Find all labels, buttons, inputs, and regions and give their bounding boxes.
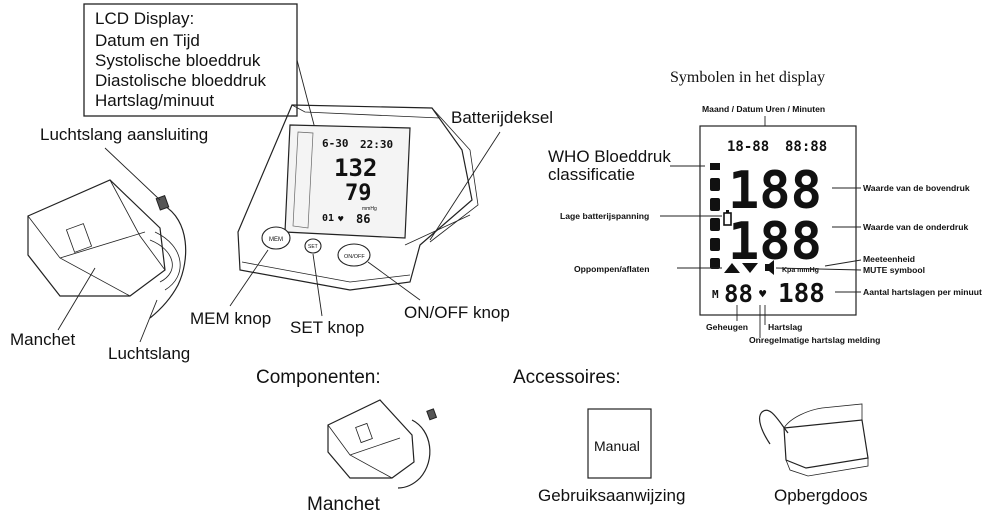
- label-upper-value: Waarde van de bovendruk: [863, 183, 970, 193]
- sym-heart-icon: ♥: [759, 287, 767, 301]
- label-pulse-count: Aantal hartslagen per minuut: [863, 287, 982, 297]
- label-set-button: SET knop: [290, 318, 364, 337]
- label-cuff: Manchet: [10, 330, 75, 349]
- device-unit: mmHg: [362, 206, 377, 212]
- sym-mem-letter: M: [712, 288, 719, 301]
- label-date-time: Maand / Datum Uren / Minuten: [702, 104, 825, 114]
- svg-text:SET: SET: [308, 244, 318, 250]
- components-heading: Componenten:: [256, 367, 381, 388]
- label-onoff-button: ON/OFF knop: [404, 303, 510, 322]
- low-battery-icon: [723, 210, 732, 226]
- lcd-callout-title: LCD Display:: [95, 9, 194, 28]
- sym-mem-digits: 88: [724, 280, 753, 308]
- cuff-drawing: [27, 179, 181, 297]
- device-mem-number: 01: [322, 213, 334, 224]
- mute-icon: [765, 260, 774, 275]
- device-time: 22:30: [360, 138, 393, 151]
- sym-time-digits: 88:88: [785, 139, 827, 155]
- symbols-lcd: 18-88 88:88 188 188 Kpa mmHg M 88 ♥ 188: [699, 125, 857, 316]
- symbols-title: Symbolen in het display: [670, 69, 825, 86]
- device-lcd-screen: 6-30 22:30 132 79 mmHg 01 ♥ 86: [284, 124, 411, 239]
- lcd-callout-line-dia: Diastolische bloeddruk: [95, 71, 267, 90]
- pump-deflate-icon: [724, 263, 758, 273]
- manual-drawing: Manual: [587, 408, 652, 479]
- label-unit: Meeteenheid: [863, 254, 915, 264]
- label-low-battery: Lage batterijspanning: [560, 211, 649, 221]
- sym-lower-digits: 188: [728, 212, 822, 272]
- cuff-small-drawing: [327, 399, 438, 489]
- manual-label: Manual: [594, 438, 640, 454]
- device-pulse: 86: [356, 212, 370, 226]
- monitor-device: 6-30 22:30 132 79 mmHg 01 ♥ 86 MEM SET O…: [237, 104, 479, 291]
- device-onoff-button[interactable]: ON/OFF: [337, 243, 371, 267]
- label-memory: Geheugen: [706, 322, 748, 332]
- storage-case-drawing: [758, 403, 869, 477]
- device-dia: 79: [345, 181, 372, 206]
- device-mem-button[interactable]: MEM: [261, 226, 291, 250]
- label-mute: MUTE symbool: [863, 265, 925, 275]
- svg-text:MEM: MEM: [269, 237, 283, 243]
- svg-text:ON/OFF: ON/OFF: [344, 254, 365, 260]
- lcd-callout-line-sys: Systolische bloeddruk: [95, 51, 261, 70]
- label-mem-button: MEM knop: [190, 309, 271, 328]
- manual-caption: Gebruiksaanwijzing: [538, 486, 685, 505]
- sym-unit-text: Kpa mmHg: [782, 267, 819, 274]
- accessories-heading: Accessoires:: [513, 367, 621, 388]
- label-air-hose-connection: Luchtslang aansluiting: [40, 125, 208, 144]
- sym-upper-digits: 188: [728, 161, 822, 221]
- who-classification-bars: [710, 163, 720, 269]
- sym-pulse-digits: 188: [778, 279, 825, 309]
- case-caption: Opbergdoos: [774, 486, 868, 505]
- label-air-hose: Luchtslang: [108, 344, 190, 363]
- lcd-callout-line-date: Datum en Tijd: [95, 31, 200, 50]
- label-battery-cover: Batterijdeksel: [451, 108, 553, 127]
- cuff-caption: Manchet: [307, 494, 381, 515]
- device-heart-icon: ♥: [338, 215, 344, 225]
- sym-date-digits: 18-88: [727, 139, 769, 155]
- lcd-callout-line-pulse: Hartslag/minuut: [95, 91, 214, 110]
- device-date: 6-30: [322, 137, 349, 150]
- device-sys: 132: [334, 154, 377, 182]
- label-pump: Oppompen/aflaten: [574, 264, 649, 274]
- label-lower-value: Waarde van de onderdruk: [863, 222, 968, 232]
- label-irregular: Onregelmatige hartslag melding: [749, 335, 880, 345]
- device-set-button[interactable]: SET: [304, 238, 322, 254]
- label-heartbeat: Hartslag: [768, 322, 802, 332]
- lcd-display-callout: LCD Display: Datum en Tijd Systolische b…: [83, 3, 298, 117]
